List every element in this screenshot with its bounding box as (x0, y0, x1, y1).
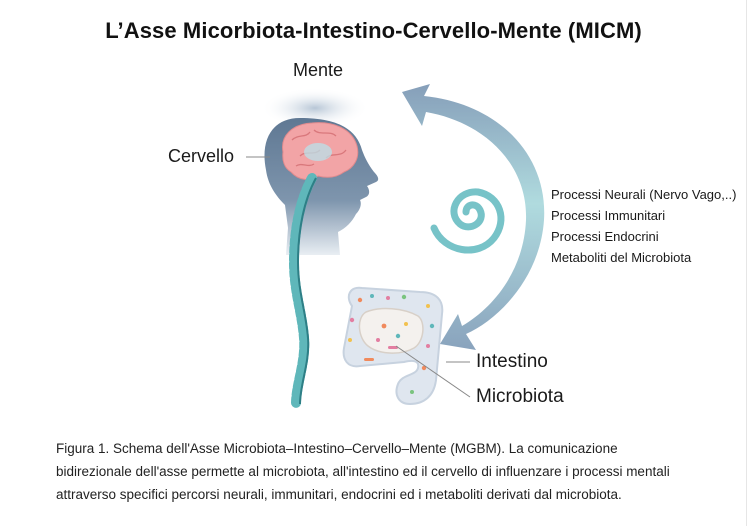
mind-halo (261, 88, 369, 128)
label-mente: Mente (293, 60, 344, 80)
spinal-cord (296, 177, 317, 405)
bidirectional-arrow (402, 84, 545, 350)
brain-core (304, 143, 332, 161)
caption-line: attraverso specifici percorsi neurali, i… (56, 487, 622, 502)
label-cervello: Cervello (168, 146, 235, 166)
label-microbiota: Microbiota (476, 386, 564, 407)
process-list: Processi Neurali (Nervo Vago,..) Process… (551, 184, 736, 268)
spine (288, 173, 317, 409)
process-item: Processi Endocrini (551, 229, 659, 244)
caption-line: Figura 1. Schema dell'Asse Microbiota–In… (56, 441, 618, 456)
process-item: Processi Neurali (Nervo Vago,..) (551, 187, 737, 202)
microbiota-dots (348, 294, 435, 394)
spiral-icon (430, 188, 505, 254)
label-intestino: Intestino (476, 351, 548, 372)
small-intestine (358, 307, 424, 354)
caption-line: bidirezionale dell'asse permette al micr… (56, 464, 670, 479)
process-item: Metaboliti del Microbiota (551, 250, 692, 265)
microbiota-leader (395, 345, 471, 398)
process-item: Processi Immunitari (551, 208, 666, 223)
figure-title: L’Asse Micorbiota-Intestino-Cervello-Men… (105, 18, 642, 43)
figure-caption: Figura 1. Schema dell'Asse Microbiota–In… (56, 437, 736, 506)
